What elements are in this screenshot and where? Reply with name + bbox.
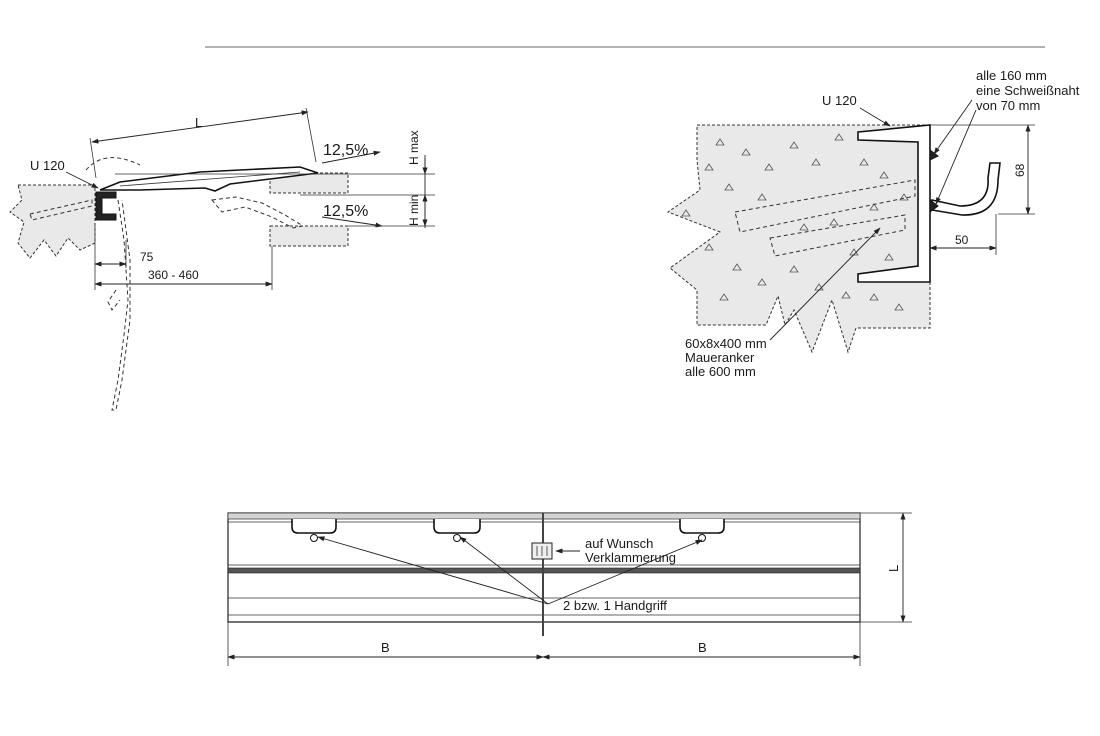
h-max-label: H max: [407, 130, 421, 165]
anchor-note-line2: Maueranker: [685, 350, 755, 365]
weld-note-line1: alle 160 mm: [976, 68, 1047, 83]
dim-range-label: 360 - 460: [148, 268, 199, 282]
clamp-note-line2: Verklammerung: [585, 550, 676, 565]
slope-upper-label: 12,5%: [323, 142, 368, 159]
width-label-right: B: [698, 640, 707, 655]
side-section: L 12,5% 12,5% H max H min U 120 75 360 -…: [9, 107, 435, 411]
platform-block-upper: [269, 172, 349, 194]
slope-lower-label: 12,5%: [323, 203, 368, 220]
left-wall-anchor: [29, 199, 93, 221]
plan-view: auf Wunsch Verklammerung 2 bzw. 1 Handgr…: [227, 512, 912, 666]
handle-3: [679, 519, 725, 542]
length-label-L: L: [195, 115, 202, 130]
leveler-plate-lower: [211, 196, 305, 229]
handle-1: [291, 519, 337, 542]
width-label-left: B: [381, 640, 390, 655]
u120-label-right: U 120: [822, 93, 857, 108]
weld-note-line3: von 70 mm: [976, 98, 1040, 113]
handle-2: [433, 519, 481, 542]
platform-block-lower: [269, 225, 349, 247]
dim-50-label: 50: [955, 233, 969, 247]
swing-arc: [85, 157, 141, 171]
u120-profile-detail: [857, 124, 931, 283]
weld-note-line2: eine Schweißnaht: [976, 83, 1080, 98]
hanging-lip: [111, 199, 131, 411]
anchor-note-line3: alle 600 mm: [685, 364, 756, 379]
clamp-note-line1: auf Wunsch: [585, 536, 653, 551]
wall-anchor-1: [734, 179, 916, 233]
anchor-note-line1: 60x8x400 mm: [685, 336, 767, 351]
u120-label-left: U 120: [30, 158, 65, 173]
weld-mark-bottom: [929, 199, 939, 213]
handle-note: 2 bzw. 1 Handgriff: [563, 598, 667, 613]
dim-68-label: 68: [1013, 163, 1027, 177]
left-wall: [9, 184, 96, 259]
weld-mark-top: [929, 149, 939, 161]
detail-concrete: [666, 124, 931, 354]
h-min-label: H min: [407, 195, 421, 226]
detail-section: U 120 alle 160 mm eine Schweißnaht von 7…: [666, 68, 1080, 379]
hook-handle: [931, 162, 1001, 216]
u120-profile-small: [95, 191, 117, 221]
length-label-plan: L: [886, 565, 901, 572]
dim-75-label: 75: [140, 250, 154, 264]
wall-anchor-2: [769, 214, 906, 257]
